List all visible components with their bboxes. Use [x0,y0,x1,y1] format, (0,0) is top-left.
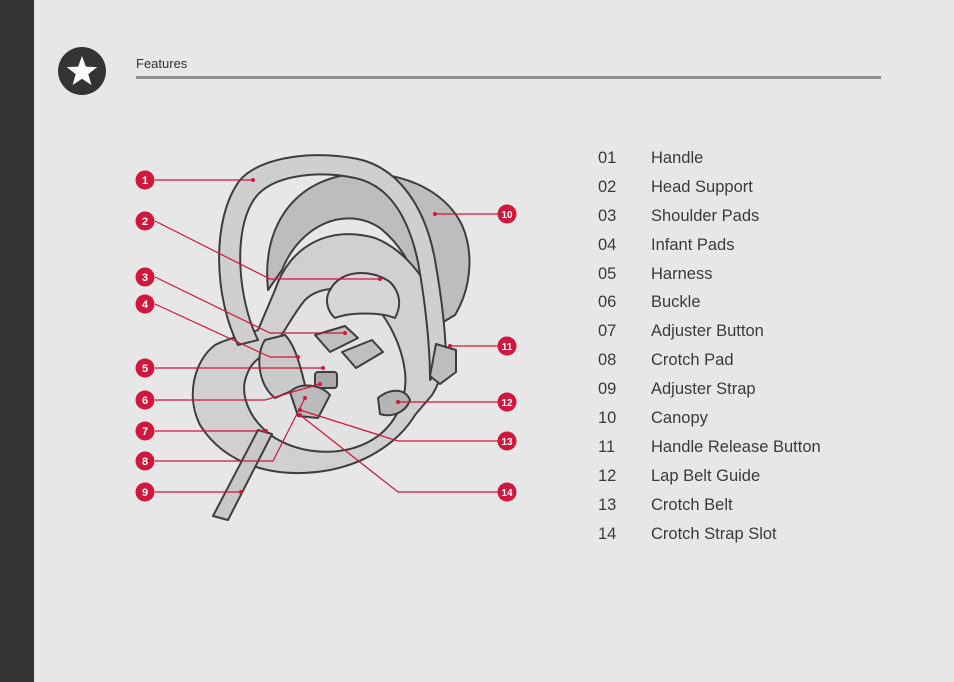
feature-number: 06 [598,293,617,312]
callout-leader-lines [154,179,498,493]
callout-12: 12 [497,392,517,412]
feature-item-crotch-strap-slot: 14 Crotch Strap Slot [598,520,821,549]
feature-number: 14 [598,524,617,543]
feature-number: 13 [598,495,617,514]
callout-6-label: 6 [142,395,148,407]
feature-number: 09 [598,380,617,399]
callout-1-label: 1 [142,175,148,187]
feature-label: Handle [651,148,704,167]
feature-number: 12 [598,466,617,485]
feature-number: 04 [598,235,617,254]
callout-5: 5 [135,358,155,378]
feature-item-head-support: 02 Head Support [598,173,821,202]
callout-11-label: 11 [502,342,513,353]
feature-label: Crotch Pad [651,351,734,370]
feature-number: 10 [598,408,617,427]
feature-label: Infant Pads [651,235,735,254]
feature-item-lap-belt-guide: 12 Lap Belt Guide [598,462,821,491]
feature-number: 11 [598,437,616,456]
callout-3: 3 [135,267,155,287]
callout-11: 11 [497,336,517,356]
callout-4: 4 [135,294,155,314]
callout-9: 9 [135,482,155,502]
feature-number: 08 [598,351,617,370]
callout-7: 7 [135,421,155,441]
callout-9-label: 9 [142,487,148,499]
feature-item-adjuster-strap: 09 Adjuster Strap [598,375,821,404]
feature-label: Buckle [651,293,701,312]
feature-label: Crotch Strap Slot [651,524,777,543]
callout-2-label: 2 [142,216,148,228]
page-title: Features [136,56,188,71]
callout-7-label: 7 [142,426,148,438]
feature-label: Adjuster Button [651,322,764,341]
feature-item-handle-release-button: 11 Handle Release Button [598,433,821,462]
feature-label: Handle Release Button [651,437,821,456]
callout-4-label: 4 [142,299,149,311]
feature-item-adjuster-button: 07 Adjuster Button [598,317,821,346]
feature-number: 02 [598,177,617,196]
header-divider [136,76,881,79]
star-icon [58,47,106,95]
feature-item-buckle: 06 Buckle [598,288,821,317]
callout-8: 8 [135,451,155,471]
feature-label: Harness [651,264,713,283]
feature-label: Shoulder Pads [651,206,760,225]
feature-item-crotch-pad: 08 Crotch Pad [598,346,821,375]
callout-12-label: 12 [501,398,513,409]
callout-14: 14 [497,482,517,502]
feature-item-handle: 01 Handle [598,144,821,173]
feature-label: Head Support [651,177,753,196]
feature-label: Crotch Belt [651,495,733,514]
feature-item-infant-pads: 04 Infant Pads [598,231,821,260]
callout-2: 2 [135,211,155,231]
callout-1: 1 [135,170,155,190]
feature-item-shoulder-pads: 03 Shoulder Pads [598,202,821,231]
feature-number: 07 [598,322,617,341]
callout-6: 6 [135,390,155,410]
callout-10-label: 10 [501,210,513,221]
feature-number: 03 [598,206,617,225]
callout-3-label: 3 [142,272,148,284]
callout-badges: 1 2 3 4 5 6 7 8 9 10 11 12 13 14 [135,170,517,502]
callout-8-label: 8 [142,456,148,468]
feature-label: Adjuster Strap [651,380,756,399]
callout-anchor-dots [239,178,452,494]
feature-item-canopy: 10 Canopy [598,404,821,433]
callout-5-label: 5 [142,363,148,375]
feature-item-crotch-belt: 13 Crotch Belt [598,491,821,520]
callout-13-label: 13 [501,437,513,448]
left-sidebar-bar [0,0,34,682]
feature-label: Canopy [651,408,708,427]
feature-number: 05 [598,264,617,283]
callout-13: 13 [497,431,517,451]
feature-item-harness: 05 Harness [598,260,821,289]
feature-label: Lap Belt Guide [651,466,761,485]
car-seat-illustration [191,154,471,521]
callout-14-label: 14 [501,488,513,499]
callout-10: 10 [497,204,517,224]
feature-number: 01 [598,148,617,167]
